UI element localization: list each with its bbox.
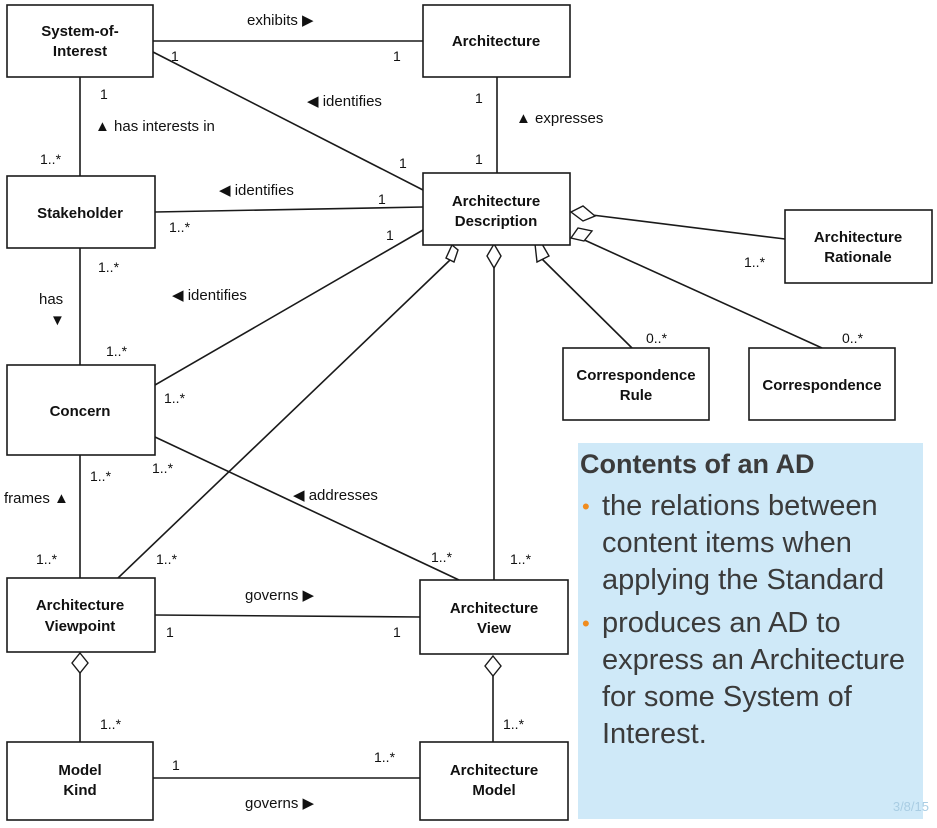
- aggregation-diamond-correspondence: [569, 227, 594, 242]
- edge-ad-viewpoint: [117, 259, 451, 579]
- relation-label-expresses: ▲ expresses: [516, 110, 603, 127]
- multiplicity-label: 1..*: [164, 390, 186, 406]
- relation-label-has: has: [39, 291, 63, 308]
- multiplicity-label: 1: [100, 86, 108, 102]
- box-label-line: Interest: [53, 43, 107, 60]
- relation-label-frames: frames ▲: [4, 490, 69, 507]
- box-label-line: Correspondence: [762, 377, 881, 394]
- box-label-line: Architecture: [36, 597, 124, 614]
- multiplicity-label: 1: [171, 48, 179, 64]
- bullet-marker-icon: •: [582, 611, 590, 636]
- multiplicity-label: 0..*: [646, 330, 668, 346]
- edge-stakeholder-ad: [154, 206, 424, 213]
- box-label-line: Rule: [620, 387, 653, 404]
- relation-arrow-has: ▼: [50, 312, 65, 329]
- multiplicity-label: 1: [386, 227, 394, 243]
- multiplicity-label: 1..*: [510, 551, 532, 567]
- callout-bullet: • produces an AD to express an Architect…: [580, 605, 921, 753]
- box-label-line: Architecture: [450, 600, 538, 617]
- multiplicity-label: 0..*: [842, 330, 864, 346]
- box-label-line: Stakeholder: [37, 205, 123, 222]
- aggregation-diamond-model-kind: [71, 651, 89, 675]
- box-architecture-rationale: Architecture Rationale: [784, 209, 933, 284]
- callout-title: Contents of an AD: [580, 449, 815, 479]
- multiplicity-label: 1..*: [503, 716, 525, 732]
- box-label-line: Architecture: [814, 229, 902, 246]
- box-stakeholder: Stakeholder: [6, 175, 156, 249]
- box-label-line: Architecture: [452, 193, 540, 210]
- box-label-line: Description: [455, 213, 538, 230]
- multiplicity-label: 1: [172, 757, 180, 773]
- box-label-line: Correspondence: [576, 367, 695, 384]
- multiplicity-label: 1..*: [106, 343, 128, 359]
- relation-label-governs-view: governs ▶: [245, 587, 315, 604]
- box-architecture-description: Architecture Description: [422, 172, 571, 246]
- multiplicity-label: 1..*: [36, 551, 58, 567]
- aggregation-diamond-architecture-model: [484, 654, 502, 678]
- multiplicity-label: 1..*: [98, 259, 120, 275]
- relation-label-identifies-soi: ◀ identifies: [307, 93, 382, 110]
- multiplicity-label: 1..*: [100, 716, 122, 732]
- box-label-line: View: [477, 620, 511, 637]
- multiplicity-label: 1..*: [374, 749, 396, 765]
- contents-callout: Contents of an AD • the relations betwee…: [578, 443, 923, 819]
- multiplicity-label: 1: [393, 624, 401, 640]
- multiplicity-label: 1..*: [90, 468, 112, 484]
- page-number: 3/8/15: [892, 799, 929, 814]
- box-model-kind: Model Kind: [6, 741, 154, 821]
- multiplicity-label: 1: [399, 155, 407, 171]
- relation-label-identifies-stakeholder: ◀ identifies: [219, 182, 294, 199]
- multiplicity-label: 1: [475, 90, 483, 106]
- box-label-line: Rationale: [824, 249, 892, 266]
- box-label-line: Architecture: [452, 33, 540, 50]
- edge-viewpoint-view: [154, 614, 421, 618]
- box-label-line: Viewpoint: [45, 618, 116, 635]
- box-label-line: Model: [472, 782, 515, 799]
- multiplicity-label: 1..*: [40, 151, 62, 167]
- edge-concern-view: [154, 436, 460, 581]
- edge-ad-rationale: [583, 213, 786, 240]
- multiplicity-label: 1..*: [431, 549, 453, 565]
- multiplicity-label: 1: [475, 151, 483, 167]
- edge-concern-ad: [154, 229, 424, 386]
- aggregation-diamond-viewpoint: [445, 243, 459, 263]
- aggregation-diamond-correspondence-rule: [534, 243, 550, 264]
- callout-bullet: • the relations between content items wh…: [580, 488, 921, 599]
- box-correspondence-rule: Correspondence Rule: [562, 347, 710, 421]
- box-label-line: System-of-: [41, 23, 119, 40]
- multiplicity-label: 1: [378, 191, 386, 207]
- relation-label-addresses: ◀ addresses: [293, 487, 378, 504]
- callout-bullet-text: produces an AD to express an Architectur…: [602, 607, 906, 750]
- multiplicity-label: 1: [393, 48, 401, 64]
- multiplicity-label: 1..*: [744, 254, 766, 270]
- edge-ad-correspondence-rule: [540, 257, 633, 349]
- bullet-marker-icon: •: [582, 494, 590, 519]
- relation-label-governs-model: governs ▶: [245, 795, 315, 812]
- edge-ad-correspondence: [579, 237, 823, 349]
- box-label-line: Kind: [63, 782, 96, 799]
- aggregation-diamond-view: [486, 242, 502, 270]
- box-label-line: Concern: [50, 403, 111, 420]
- multiplicity-label: 1: [166, 624, 174, 640]
- callout-bullet-text: the relations between content items when…: [602, 490, 885, 596]
- box-label-line: Model: [58, 762, 101, 779]
- box-architecture-viewpoint: Architecture Viewpoint: [6, 577, 156, 653]
- relation-label-has-interests-in: ▲ has interests in: [95, 118, 215, 135]
- multiplicity-label: 1..*: [169, 219, 191, 235]
- relation-label-identifies-concern: ◀ identifies: [172, 287, 247, 304]
- box-architecture-model: Architecture Model: [419, 741, 569, 821]
- multiplicity-label: 1..*: [156, 551, 178, 567]
- box-label-line: Architecture: [450, 762, 538, 779]
- multiplicity-label: 1..*: [152, 460, 174, 476]
- aggregation-diamond-rationale: [569, 205, 597, 222]
- box-correspondence: Correspondence: [748, 347, 896, 421]
- edge-soi-ad: [152, 51, 424, 191]
- box-architecture-view: Architecture View: [419, 579, 569, 655]
- box-system-of-interest: System-of- Interest: [6, 4, 154, 78]
- box-architecture: Architecture: [422, 4, 571, 78]
- relation-label-exhibits: exhibits ▶: [247, 12, 314, 29]
- box-concern: Concern: [6, 364, 156, 456]
